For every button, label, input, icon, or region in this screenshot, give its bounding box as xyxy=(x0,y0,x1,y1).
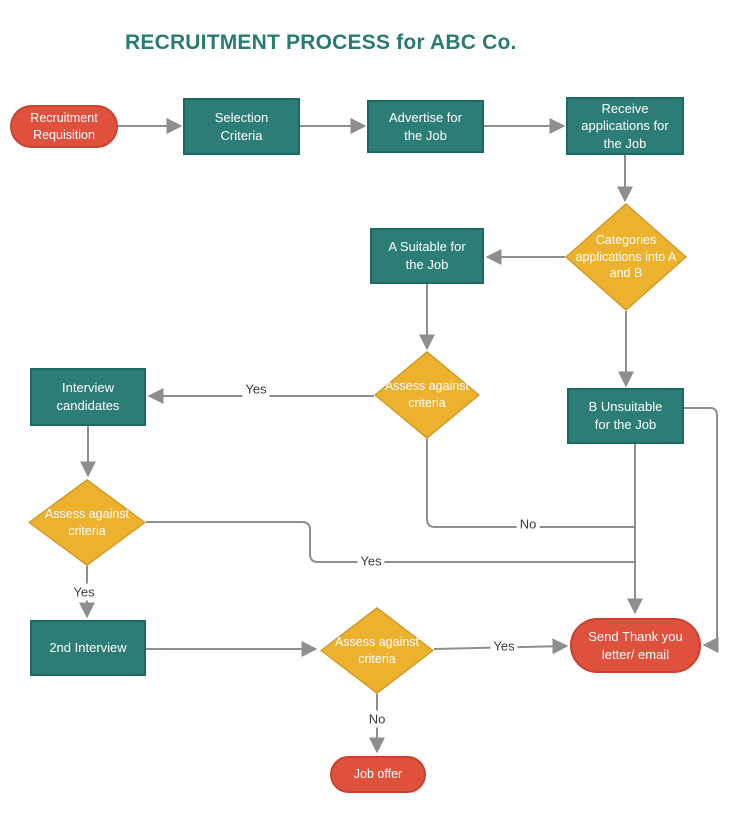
node-send-thank-you: Send Thank you letter/ email xyxy=(570,618,701,673)
edge-label-assess2-yes-right: Yes xyxy=(357,552,385,570)
edge-label-assess3-no: No xyxy=(365,710,389,728)
node-label: Assess against criteria xyxy=(334,634,420,666)
node-label: Selection Criteria xyxy=(214,109,269,143)
connector-assess1-no xyxy=(426,439,635,528)
node-assess-against-criteria-2: Assess against criteria xyxy=(28,479,146,566)
connector-right-side-to-thankyou xyxy=(684,407,719,653)
node-assess-against-criteria-1: Assess against criteria xyxy=(374,351,480,439)
edge-label-assess1-no: No xyxy=(516,515,540,533)
node-label: 2nd Interview xyxy=(49,640,127,656)
node-label: Job offer xyxy=(353,767,403,782)
node-2nd-interview: 2nd Interview xyxy=(30,620,146,676)
edge-label-assess1-yes: Yes xyxy=(242,380,270,398)
node-label: Categories applications into A and B xyxy=(575,232,677,281)
node-recruitment-requisition: Recruitment Requisition xyxy=(10,105,118,148)
connector-assess2-right xyxy=(146,521,635,563)
node-advertise-for-job: Advertise for the Job xyxy=(367,100,484,153)
node-label: Receive applications for the Job xyxy=(581,100,669,151)
node-label: Recruitment Requisition xyxy=(30,110,98,142)
edge-label-assess2-yes-down: Yes xyxy=(70,583,98,601)
node-selection-criteria: Selection Criteria xyxy=(183,98,300,155)
node-assess-against-criteria-3: Assess against criteria xyxy=(320,607,434,694)
node-label: Interview candidates xyxy=(56,380,120,413)
node-label: A Suitable for the Job xyxy=(388,239,466,272)
node-label: Advertise for the Job xyxy=(389,109,462,143)
node-label: Assess against criteria xyxy=(44,506,130,538)
node-label: Send Thank you letter/ email xyxy=(588,628,683,662)
node-b-unsuitable: B Unsuitable for the Job xyxy=(567,388,684,444)
edge-label-assess3-yes: Yes xyxy=(490,637,518,655)
node-receive-applications: Receive applications for the Job xyxy=(566,97,684,155)
node-label: B Unsuitable for the Job xyxy=(588,399,663,432)
node-categories-applications: Categories applications into A and B xyxy=(565,203,687,311)
node-label: Assess against criteria xyxy=(384,379,470,410)
diagram-title: RECRUITMENT PROCESS for ABC Co. xyxy=(125,31,517,54)
node-a-suitable: A Suitable for the Job xyxy=(370,228,484,284)
node-job-offer: Job offer xyxy=(330,756,426,793)
node-interview-candidates: Interview candidates xyxy=(30,368,146,426)
